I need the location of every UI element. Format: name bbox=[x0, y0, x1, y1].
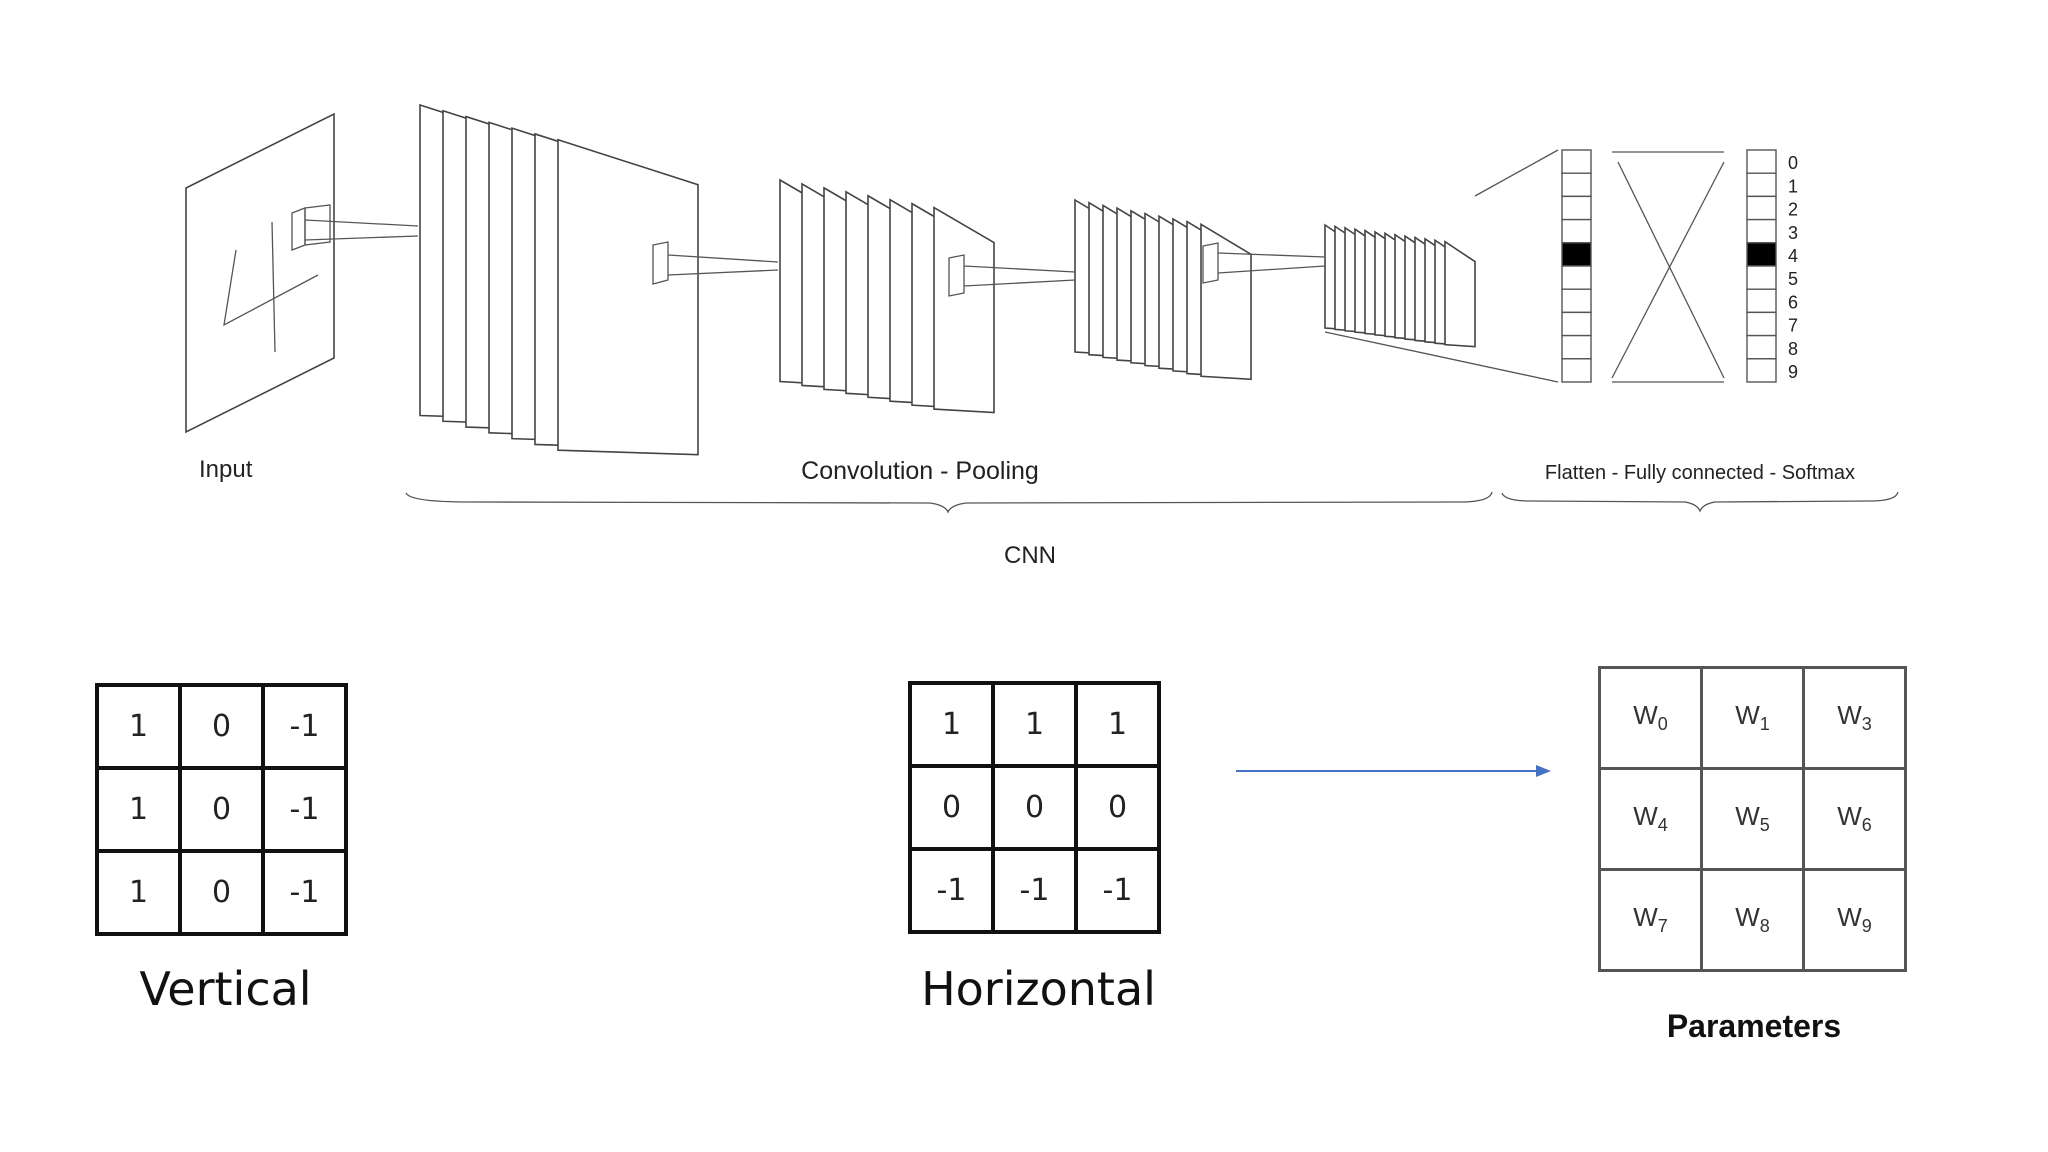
flatten-cell bbox=[1561, 311, 1592, 337]
label-flatten-fc-softmax: Flatten - Fully connected - Softmax bbox=[1545, 462, 1855, 484]
output-cell bbox=[1746, 358, 1777, 383]
feature-map bbox=[933, 206, 995, 414]
conv-layer-1 bbox=[419, 103, 699, 456]
parameter-cell: W3 bbox=[1802, 666, 1907, 770]
kernel-cell: -1 bbox=[991, 847, 1078, 934]
output-cell bbox=[1746, 149, 1777, 174]
output-class-label: 3 bbox=[1788, 223, 1798, 243]
output-class-label: 6 bbox=[1788, 292, 1798, 312]
output-class-labels: 0 1 2 3 4 5 6 7 8 9 bbox=[1788, 153, 1798, 382]
flatten-cell bbox=[1561, 242, 1592, 267]
label-cnn: CNN bbox=[1004, 542, 1056, 569]
flatten-cell bbox=[1561, 358, 1592, 383]
flatten-cell bbox=[1561, 149, 1592, 174]
output-class-label: 0 bbox=[1788, 153, 1798, 173]
kernel-row: -1-1-1 bbox=[908, 847, 1161, 934]
flatten-cell bbox=[1561, 195, 1592, 221]
kernel-cell: 0 bbox=[1074, 764, 1161, 851]
parameter-cell: W9 bbox=[1802, 868, 1907, 972]
flatten-vector bbox=[1561, 149, 1592, 383]
parameters-caption: Parameters bbox=[1666, 1008, 1842, 1044]
flatten-cell bbox=[1561, 288, 1592, 314]
label-input: Input bbox=[199, 456, 253, 483]
output-class-label: 4 bbox=[1788, 246, 1798, 266]
layer-connections bbox=[652, 149, 1725, 383]
output-cell bbox=[1746, 195, 1777, 221]
parameter-cell: W4 bbox=[1598, 767, 1703, 871]
parameter-cell: W8 bbox=[1700, 868, 1805, 972]
kernel-cell: 1 bbox=[991, 681, 1078, 768]
kernel-cell: 0 bbox=[178, 683, 265, 770]
conv-layer-4 bbox=[1324, 223, 1476, 348]
feature-map bbox=[557, 138, 699, 456]
kernel-cell: 0 bbox=[991, 764, 1078, 851]
kernel-cell: 0 bbox=[178, 849, 265, 936]
kernel-cell: -1 bbox=[261, 766, 348, 853]
parameter-cell: W5 bbox=[1700, 767, 1805, 871]
kernel-cell: 1 bbox=[95, 766, 182, 853]
softmax-output-vector bbox=[1746, 149, 1777, 383]
output-cell bbox=[1746, 311, 1777, 337]
kernel-cell: 1 bbox=[1074, 681, 1161, 768]
input-image bbox=[185, 112, 419, 434]
output-cell bbox=[1746, 242, 1777, 267]
parameter-cell: W0 bbox=[1598, 666, 1703, 770]
flatten-cell bbox=[1561, 218, 1592, 244]
label-convolution-pooling: Convolution - Pooling bbox=[801, 457, 1039, 485]
feature-map bbox=[1444, 240, 1476, 348]
flatten-cell bbox=[1561, 334, 1592, 360]
cnn-architecture-diagram: 0 1 2 3 4 5 6 7 8 9 Input Convolution - Pooling F… bbox=[185, 103, 1899, 569]
handwritten-digit-4 bbox=[223, 221, 319, 353]
output-class-label: 2 bbox=[1788, 200, 1798, 220]
output-cell bbox=[1746, 218, 1777, 244]
feature-map bbox=[1200, 222, 1252, 381]
flatten-cell bbox=[1561, 172, 1592, 198]
output-cell bbox=[1746, 334, 1777, 360]
vertical-kernel-caption: Vertical bbox=[139, 962, 312, 1016]
conv-layer-3 bbox=[1074, 198, 1252, 381]
output-class-label: 9 bbox=[1788, 362, 1798, 382]
output-class-label: 1 bbox=[1788, 176, 1798, 196]
kernel-cell: -1 bbox=[261, 683, 348, 770]
output-class-label: 8 bbox=[1788, 339, 1798, 359]
kernel-cell: -1 bbox=[908, 847, 995, 934]
kernel-cell: 0 bbox=[178, 766, 265, 853]
output-class-label: 7 bbox=[1788, 316, 1798, 336]
kernel-cell: -1 bbox=[261, 849, 348, 936]
parameter-cell: W6 bbox=[1802, 767, 1907, 871]
kernel-cell: -1 bbox=[1074, 847, 1161, 934]
kernel-cell: 1 bbox=[95, 849, 182, 936]
kernel-cell: 1 bbox=[95, 683, 182, 770]
output-class-label: 5 bbox=[1788, 269, 1798, 289]
horizontal-kernel-caption: Horizontal bbox=[921, 962, 1156, 1016]
kernel-cell: 0 bbox=[908, 764, 995, 851]
parameter-cell: W1 bbox=[1700, 666, 1805, 770]
flatten-cell bbox=[1561, 265, 1592, 290]
output-cell bbox=[1746, 172, 1777, 198]
kernel-cell: 1 bbox=[908, 681, 995, 768]
brace-convolution-pooling bbox=[405, 491, 1493, 514]
parameter-cell: W7 bbox=[1598, 868, 1703, 972]
brace-fully-connected bbox=[1501, 491, 1899, 513]
output-cell bbox=[1746, 265, 1777, 290]
output-cell bbox=[1746, 288, 1777, 314]
conv-layer-2 bbox=[779, 178, 995, 414]
